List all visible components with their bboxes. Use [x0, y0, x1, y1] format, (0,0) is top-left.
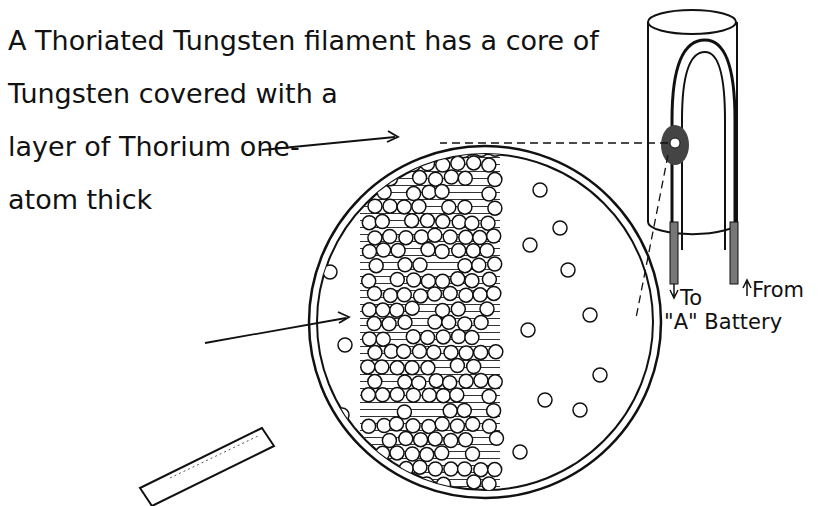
terminal-label: To [680, 286, 702, 310]
callout-note: A Thoriated Tungsten filament has a core… [8, 14, 648, 473]
note-text: A Thoriated Tungsten filament has a core… [8, 25, 599, 215]
terminal-label: "A" Battery [664, 310, 782, 334]
terminal-label: From [752, 278, 804, 302]
